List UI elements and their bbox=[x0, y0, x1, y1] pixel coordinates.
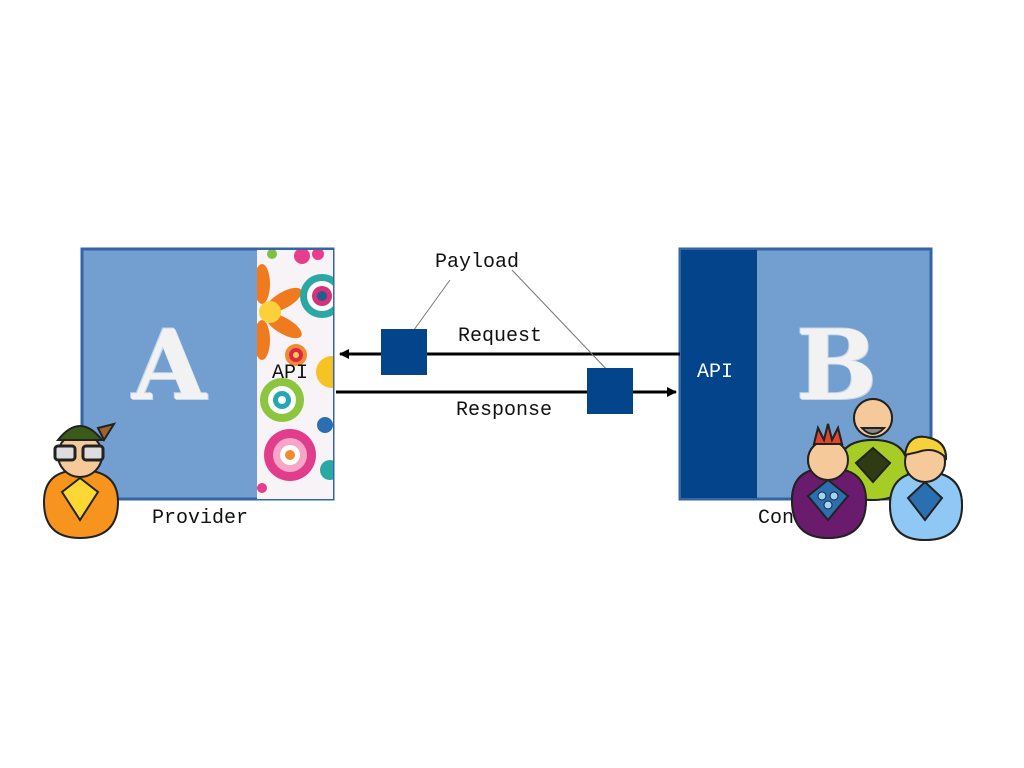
consumer-letter: B bbox=[796, 309, 878, 422]
consumer-api-panel bbox=[681, 250, 757, 498]
flower-pattern-icon bbox=[257, 250, 333, 499]
consumer-api-label: API bbox=[697, 361, 734, 384]
response-payload-packet bbox=[587, 368, 633, 414]
provider-api-label: API bbox=[272, 362, 309, 385]
response-label: Response bbox=[456, 399, 553, 422]
request-payload-packet bbox=[381, 329, 427, 375]
request-label: Request bbox=[458, 325, 543, 348]
payload-label: Payload bbox=[435, 251, 520, 274]
payload-leader-right bbox=[511, 269, 611, 374]
provider-person-icon bbox=[42, 422, 120, 540]
provider-box bbox=[80, 247, 335, 501]
provider-letter: A bbox=[132, 309, 207, 422]
provider-label: Provider bbox=[152, 507, 249, 530]
consumer-label: Consumer bbox=[758, 507, 855, 530]
